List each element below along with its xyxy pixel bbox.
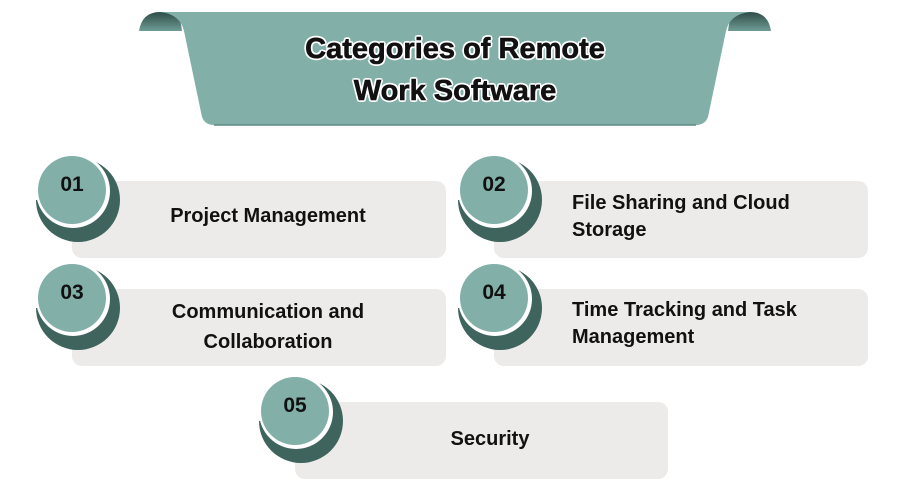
page-title: Categories of Remote Work Software: [200, 28, 710, 112]
ribbon-shape: [139, 12, 771, 149]
number-badge: 01: [38, 156, 106, 224]
title-line-2: Work Software: [353, 75, 557, 108]
item-number: 05: [283, 394, 307, 417]
item-number: 04: [482, 281, 506, 304]
item-number: 02: [482, 173, 506, 196]
item-label-line-1: File Sharing and Cloud: [572, 192, 790, 214]
item-label-line-2: Storage: [572, 219, 647, 241]
item-label-line-1: Communication and: [171, 301, 365, 323]
category-card: [295, 402, 668, 479]
category-card: [494, 289, 868, 366]
item-number: 01: [60, 173, 84, 196]
number-badge: 02: [460, 156, 528, 224]
item-label: Project Management: [170, 205, 366, 227]
category-card: [72, 181, 446, 258]
title-banner: Categories of Remote Work Software: [0, 0, 900, 160]
item-label: Time Tracking and Task Management: [572, 297, 862, 351]
number-badge: 05: [261, 377, 329, 445]
item-label: File Sharing and Cloud Storage: [572, 190, 862, 244]
item-number: 03: [60, 281, 84, 304]
item-label-line-2: Collaboration: [203, 331, 333, 353]
item-label-line-2: Management: [572, 326, 695, 348]
title-line-1: Categories of Remote: [305, 33, 605, 66]
category-card: [494, 181, 868, 258]
item-label: Security: [450, 428, 530, 450]
item-label: Communication and Collaboration: [120, 297, 416, 357]
category-card: [72, 289, 446, 366]
number-badge: 04: [460, 264, 528, 332]
number-badge: 03: [38, 264, 106, 332]
item-label-line-1: Time Tracking and Task: [572, 299, 797, 321]
